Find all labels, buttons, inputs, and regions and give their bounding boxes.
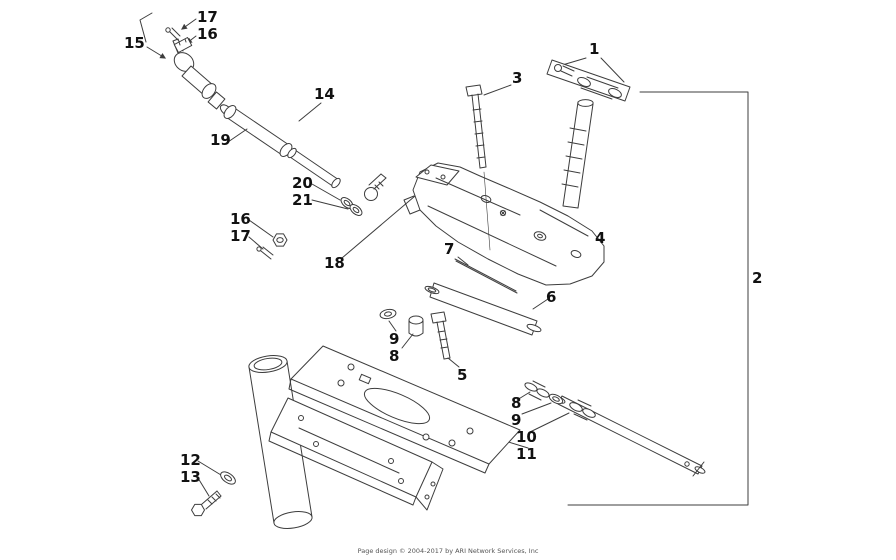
part-steering-shaft bbox=[561, 99, 594, 209]
part-tie-rod bbox=[223, 105, 293, 157]
part-bolt-lower bbox=[191, 490, 222, 517]
callout-4: 4 bbox=[595, 229, 606, 247]
callout-17-lower: 17 bbox=[230, 227, 251, 245]
part-inner-rod bbox=[287, 147, 341, 189]
part-tie-rod-end bbox=[172, 38, 224, 105]
part-adjuster-stud bbox=[340, 173, 387, 216]
part-bushing-right bbox=[524, 380, 550, 401]
callout-11: 11 bbox=[516, 445, 537, 463]
callout-8-right: 8 bbox=[511, 394, 522, 412]
callout-16-upper: 16 bbox=[197, 25, 218, 43]
part-post-clamp bbox=[546, 59, 631, 102]
callout-10: 10 bbox=[516, 428, 537, 446]
callout-15: 15 bbox=[124, 34, 145, 52]
callout-13: 13 bbox=[180, 468, 201, 486]
callout-18: 18 bbox=[324, 254, 345, 272]
part-castle-nut-upper bbox=[173, 37, 193, 53]
callout-5: 5 bbox=[457, 366, 468, 384]
part-washer-right bbox=[548, 393, 564, 405]
part-bolt-3 bbox=[465, 84, 487, 169]
callout-9-right: 9 bbox=[511, 411, 522, 429]
leader-lines bbox=[181, 18, 594, 497]
callout-bracket-15 bbox=[139, 12, 167, 59]
part-spacer bbox=[569, 399, 596, 421]
callout-6: 6 bbox=[546, 288, 557, 306]
callout-20: 20 bbox=[292, 174, 313, 192]
part-steering-tube bbox=[248, 355, 313, 529]
part-clevis-pin bbox=[454, 171, 518, 294]
callout-17-upper: 17 bbox=[197, 8, 218, 26]
part-lock-nut-lower bbox=[272, 233, 288, 247]
part-washer-left bbox=[379, 308, 397, 320]
callout-16-lower: 16 bbox=[230, 210, 251, 228]
part-cotter-pin-upper bbox=[165, 27, 181, 41]
callout-12: 12 bbox=[180, 451, 201, 469]
part-bushing-left bbox=[408, 315, 424, 337]
part-mounting-plate bbox=[288, 345, 521, 474]
part-cotter-pin-lower bbox=[256, 246, 274, 260]
part-pivot-bolt bbox=[430, 311, 451, 360]
callout-7: 7 bbox=[444, 240, 455, 258]
callout-21: 21 bbox=[292, 191, 313, 209]
callout-14: 14 bbox=[314, 85, 335, 103]
callout-9-left: 9 bbox=[389, 330, 400, 348]
part-upper-steering-bracket bbox=[403, 162, 605, 286]
callout-bracket-2 bbox=[567, 91, 749, 506]
callout-3: 3 bbox=[512, 69, 523, 87]
part-pivot-tube bbox=[424, 282, 542, 336]
footer-credit: Page design © 2004-2017 by ARI Network S… bbox=[357, 547, 539, 555]
part-washer-lower bbox=[220, 471, 236, 485]
callout-1: 1 bbox=[589, 40, 600, 58]
callout-19: 19 bbox=[210, 131, 231, 149]
callout-2: 2 bbox=[752, 269, 763, 287]
part-lower-bracket bbox=[268, 397, 444, 511]
callout-8-left: 8 bbox=[389, 347, 400, 365]
